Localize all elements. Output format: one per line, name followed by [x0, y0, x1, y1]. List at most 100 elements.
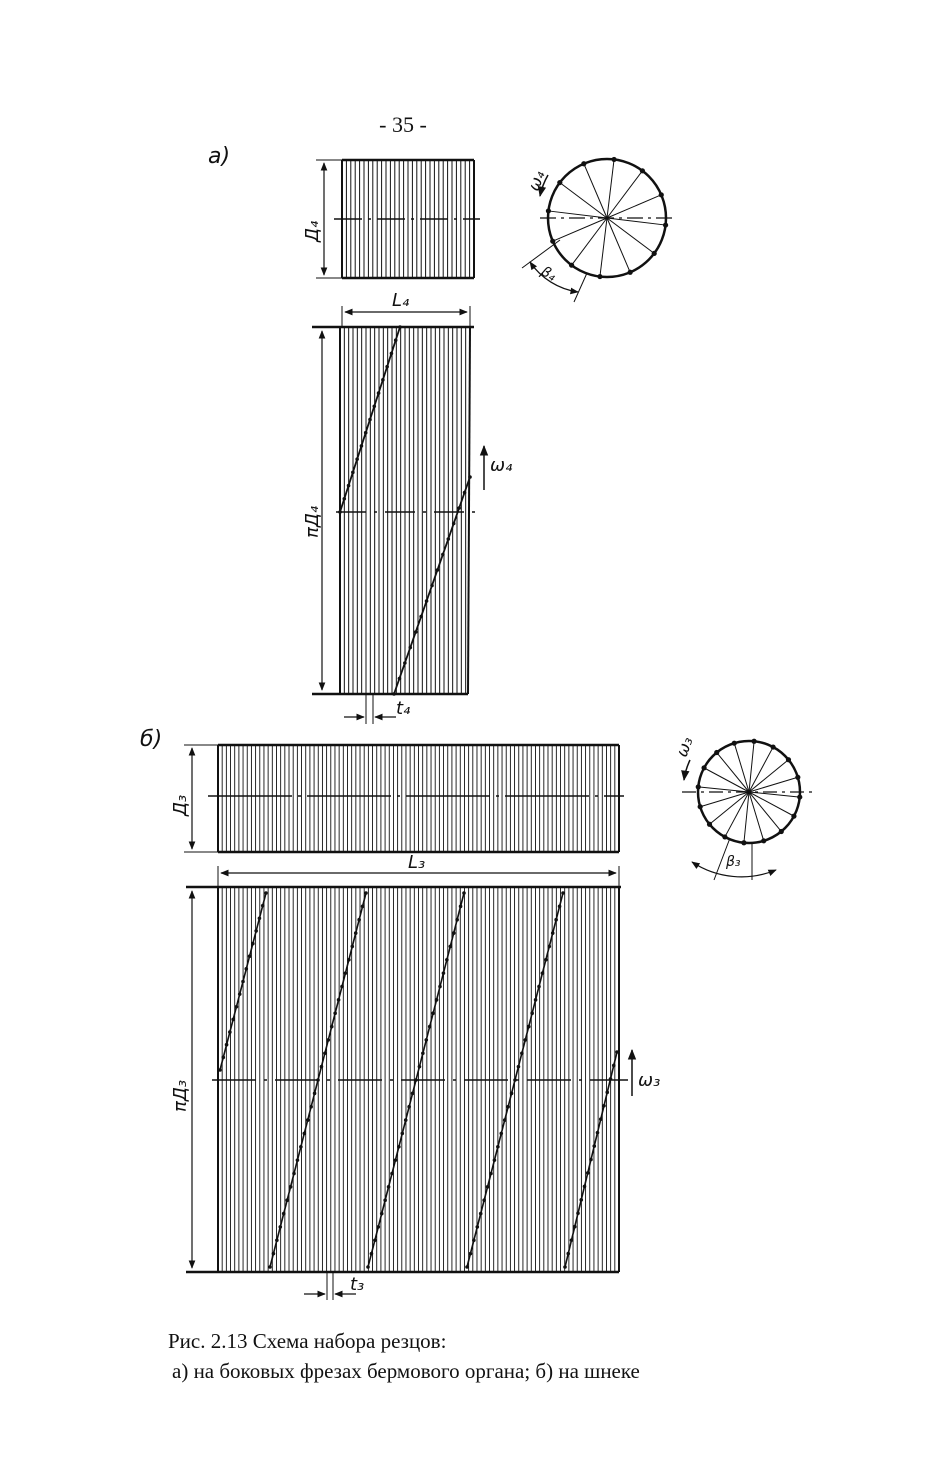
helix-cutter-point: [448, 944, 453, 949]
disc-spoke: [748, 776, 798, 793]
helix-cutter-point: [579, 1198, 584, 1202]
disc-cutter-point: [658, 192, 664, 198]
helix-cutter-point: [424, 1038, 429, 1042]
disc-cutter-point: [751, 738, 757, 744]
helix-cutter-point: [343, 971, 348, 975]
helix-cutter-point: [451, 931, 456, 935]
helix-cutter-point: [397, 676, 402, 681]
disc-cutter-point: [597, 273, 603, 280]
part-b-top-view: Д₃: [170, 743, 624, 854]
helix-cutter-point: [557, 904, 562, 909]
helix-cutter-point: [264, 891, 268, 895]
helix-cutter-point: [231, 1017, 235, 1022]
helix-cutter-point: [224, 1042, 229, 1047]
disc-cutter-point: [795, 774, 801, 780]
helix-cutter-point: [582, 1184, 587, 1189]
helix-cutter-point: [319, 1064, 324, 1069]
helix-cutter-point: [271, 1251, 276, 1256]
helix-cutter-point: [360, 904, 365, 909]
helix-cutter-point: [288, 1185, 293, 1189]
disc-spoke: [606, 170, 643, 219]
page-number: - 35 -: [379, 112, 427, 137]
helix-cutter-point: [598, 1117, 603, 1121]
helix-cutter-point: [316, 1078, 320, 1082]
helix-cutter-point: [373, 1238, 377, 1243]
helix-cutter-point: [592, 1144, 597, 1148]
disc-spoke: [716, 752, 750, 793]
disc-cutter-point: [770, 744, 776, 750]
helix-cutter-point: [496, 1144, 500, 1149]
helix-cutter-point: [323, 1051, 327, 1056]
helix-cutter-point: [407, 1104, 411, 1109]
helix-cutter-point: [392, 692, 396, 696]
helix-cutter-point: [326, 1038, 331, 1042]
part-b-cutter-points: [218, 891, 619, 1269]
helix-cutter-point: [441, 971, 446, 975]
helix-cutter-point: [589, 1157, 593, 1162]
helix-cutter-point: [513, 1078, 517, 1082]
helix-cutter-point: [446, 537, 451, 541]
disc-cutter-point: [701, 765, 707, 771]
disc-spoke: [748, 759, 789, 793]
disc-cutter-point: [639, 168, 646, 174]
helix-cutter-point: [329, 1024, 334, 1029]
helix-cutter-point: [462, 490, 467, 495]
part-b-rotation-label: ω₃: [638, 1070, 660, 1091]
disc-spoke: [583, 163, 608, 219]
helix-cutter-point: [516, 1064, 521, 1069]
part-a-disc: ω₄ β₄: [521, 156, 672, 303]
helix-cutter-point: [457, 506, 461, 510]
helix-cutter-point: [468, 475, 472, 479]
helix-cutter-point: [608, 1077, 613, 1081]
helix-cutter-point: [540, 971, 545, 975]
disc-cutter-point: [761, 838, 767, 844]
helix-cutter-point: [563, 1265, 567, 1269]
disc-spoke: [748, 741, 755, 793]
helix-cutter-point: [237, 992, 242, 996]
helix-cutter-point: [309, 1104, 313, 1109]
helix-cutter-point: [372, 404, 377, 409]
helix-cutter-point: [254, 929, 258, 933]
part-a-disc-angle-label: β₄: [537, 263, 559, 285]
helix-cutter-point: [502, 1118, 507, 1122]
helix-cutter-point: [482, 1198, 486, 1203]
helix-cutter-point: [615, 1050, 619, 1054]
part-b-diameter-label: Д₃: [170, 795, 191, 817]
helix-cutter-point: [421, 1051, 425, 1056]
helix-cutter-point: [585, 1171, 590, 1175]
helix-cutter-point: [533, 998, 538, 1002]
caption-subtitle: а) на боковых фрезах бермового органа; б…: [172, 1359, 640, 1383]
helix-cutter-point: [386, 1185, 391, 1189]
helix-cutter-point: [431, 1011, 435, 1016]
disc-spoke: [559, 182, 608, 219]
helix-cutter-point: [218, 1068, 222, 1072]
disc-cutter-point: [545, 208, 552, 214]
helix-cutter-point: [434, 998, 439, 1002]
helix-cutter-point: [338, 510, 342, 514]
part-a-disc-spokes: [545, 156, 669, 280]
helix-cutter-point: [544, 957, 548, 962]
part-a-development-hatch: [343, 328, 467, 693]
helix-cutter-point: [285, 1198, 289, 1203]
helix-cutter-point: [419, 614, 423, 619]
part-b-development-hatch: [221, 888, 616, 1271]
helix-cutter-point: [595, 1130, 600, 1135]
disc-spoke: [548, 210, 608, 219]
helix-cutter-point: [268, 1265, 272, 1269]
helix-cutter-point: [275, 1238, 279, 1243]
part-a-pitch-label: t₄: [396, 698, 411, 719]
helix-cutter-point: [221, 1055, 226, 1060]
disc-spoke: [606, 217, 631, 273]
part-b-disc-rotation-label: ω₃: [672, 734, 697, 759]
helix-cutter-point: [537, 984, 541, 989]
disc-spoke: [599, 217, 608, 277]
part-b-disc: ω₃ β₃: [672, 734, 812, 881]
helix-cutter-point: [462, 891, 466, 895]
part-b-length-label: L₃: [408, 852, 425, 873]
part-b-label: б): [140, 727, 162, 752]
part-a-top-hatch: [345, 161, 471, 277]
disc-spoke: [571, 217, 608, 266]
helix-cutter-point: [228, 1030, 232, 1034]
helix-cutter-point: [520, 1051, 524, 1056]
